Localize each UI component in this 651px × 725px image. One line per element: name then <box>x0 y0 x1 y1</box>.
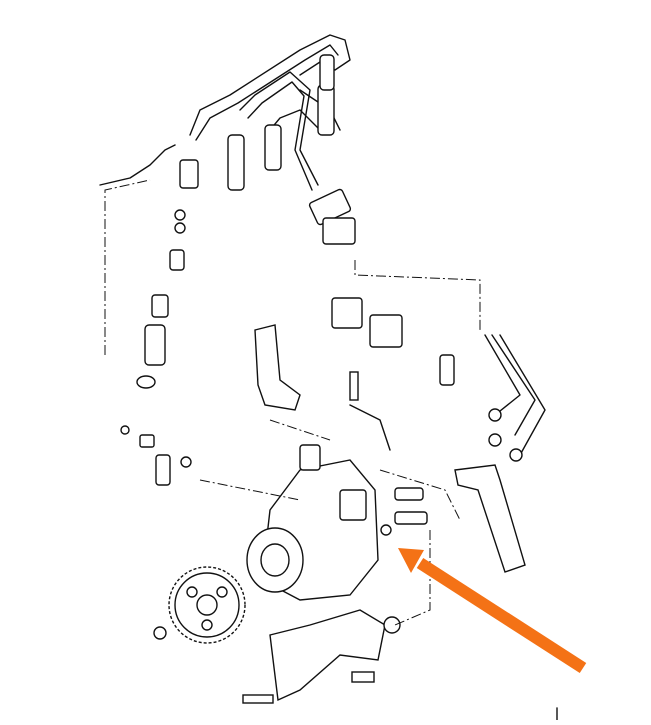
injectors <box>227 54 335 191</box>
left-injector-parts <box>99 144 199 389</box>
injection-pump <box>246 444 379 601</box>
brackets <box>254 324 526 702</box>
return-pipes <box>484 334 546 462</box>
fittings <box>120 354 558 721</box>
timing-gear <box>168 566 246 644</box>
connectors <box>308 188 481 348</box>
highlight-arrow <box>398 548 587 674</box>
